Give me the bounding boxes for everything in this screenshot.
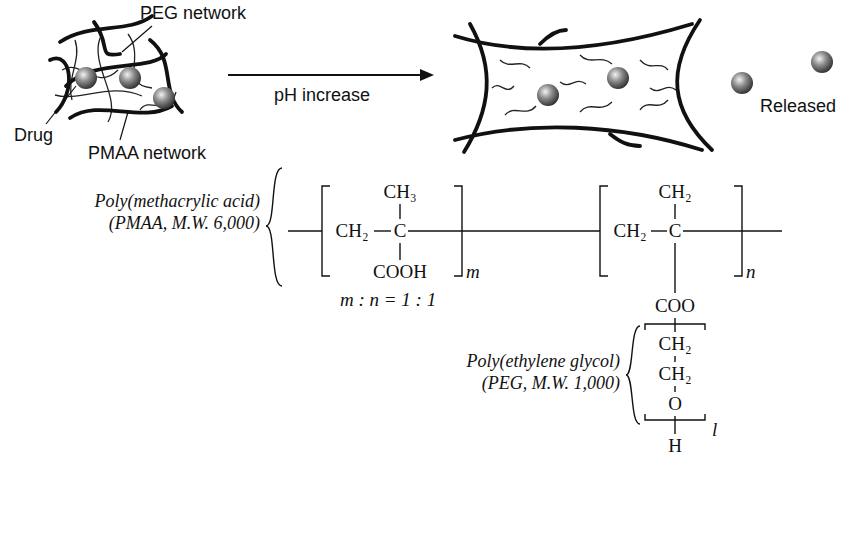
- atom-group: COOH: [373, 262, 427, 282]
- atom-group: CH₂: [658, 334, 691, 354]
- atom-group: CH₃: [383, 182, 416, 202]
- network-label: PEG network: [140, 2, 246, 24]
- step-label: pH increase: [274, 84, 370, 106]
- repeat-index: l: [712, 420, 717, 440]
- released-label: Released: [760, 95, 836, 117]
- polymer-name: Poly(methacrylic acid) (PMAA, M.W. 6,000…: [50, 190, 260, 234]
- atom-group: O: [668, 394, 682, 414]
- atom-group: C: [394, 221, 407, 241]
- atom-group: H: [668, 436, 682, 456]
- ratio-note: m : n = 1 : 1: [340, 290, 436, 310]
- repeat-index: n: [746, 262, 756, 282]
- drug-spheres: [75, 67, 175, 109]
- atom-group: CH₂: [658, 182, 691, 202]
- ph-arrow: [228, 69, 434, 81]
- pmaa-strands-swollen: [492, 55, 676, 115]
- atom-group: C: [669, 221, 682, 241]
- atom-group: CH₂: [658, 364, 691, 384]
- polymer-name: Poly(ethylene glycol) (PEG, M.W. 1,000): [438, 350, 620, 394]
- leader-lines: [46, 26, 152, 140]
- drug-label: Drug: [14, 124, 53, 146]
- atom-group: CH₂: [613, 221, 646, 241]
- atom-group: CH₂: [335, 221, 368, 241]
- repeat-index: m: [466, 262, 480, 282]
- network-label: PMAA network: [88, 142, 206, 164]
- peg-strands-swollen: [455, 20, 712, 152]
- peg-strands: [50, 16, 182, 118]
- atom-group: COO: [655, 296, 695, 316]
- chemical-structure: [266, 168, 782, 434]
